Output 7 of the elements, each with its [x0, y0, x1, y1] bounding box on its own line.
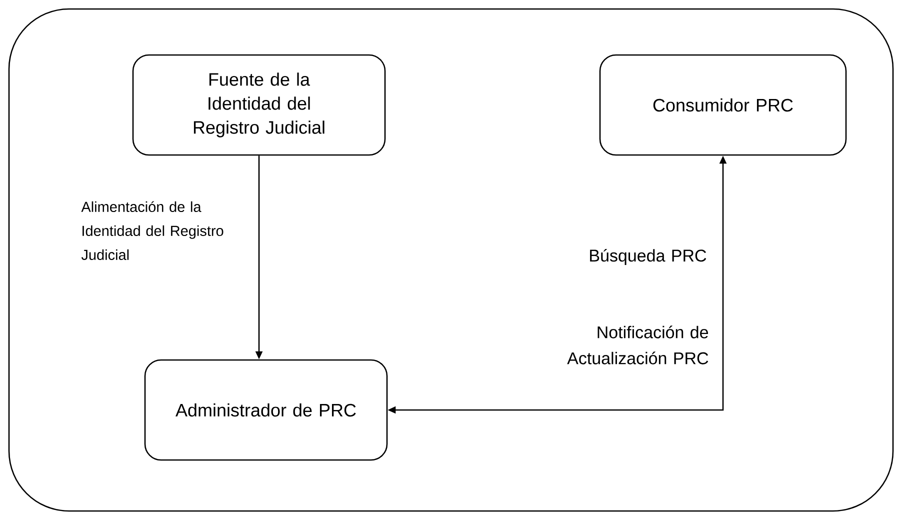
- process-box: Consumidor PRC: [599, 54, 847, 156]
- edge-label: Alimentación de la Identidad del Registro Judicial: [81, 201, 224, 260]
- flow-label: Notificación de Actualización PRC: [567, 326, 708, 364]
- process-box: Fuente de la Identidad del Registro Judicial: [132, 54, 386, 156]
- container-box: [8, 8, 894, 512]
- process-box: Administrador de PRC: [144, 359, 388, 461]
- edge-label: Búsqueda PRC: [590, 248, 706, 266]
